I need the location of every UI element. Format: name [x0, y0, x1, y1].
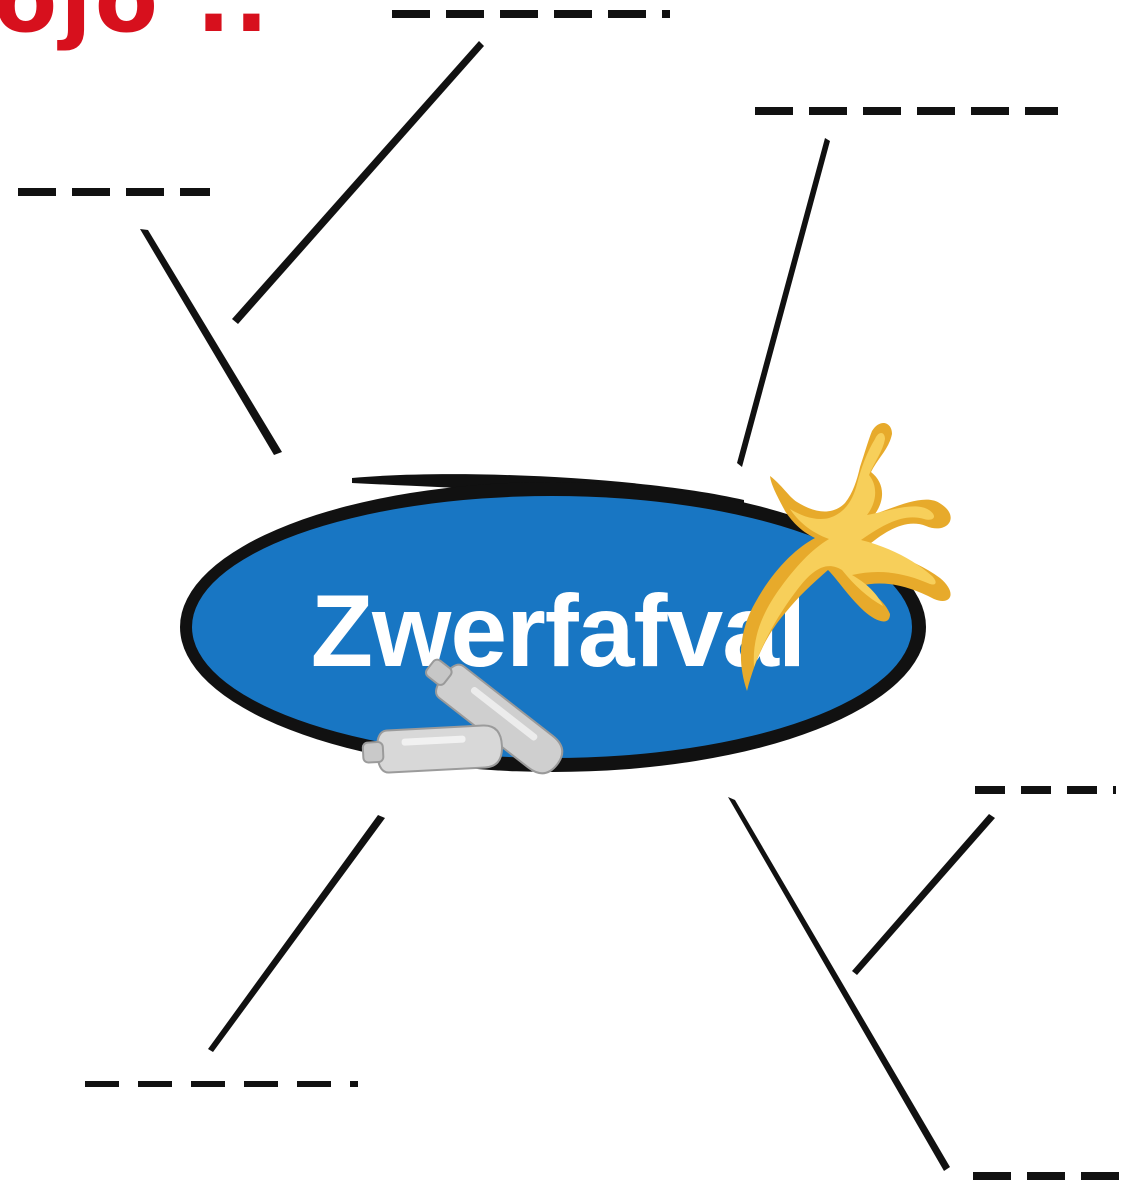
- connector-top-center: [232, 41, 484, 324]
- central-topic-label: Zwerfafval: [311, 574, 806, 688]
- connector-bottom-right: [728, 797, 950, 1171]
- page-title-fragment: ojo ..: [0, 0, 272, 46]
- connector-lines: [140, 41, 995, 1171]
- banana-peel-icon: [740, 422, 951, 691]
- answer-blanks: [18, 10, 1122, 1180]
- gas-cartridges-icon: [361, 658, 564, 775]
- central-ellipse: [192, 496, 912, 758]
- connector-upper-left: [140, 229, 282, 455]
- connector-middle-right: [852, 814, 995, 975]
- connector-top-right: [737, 138, 830, 467]
- central-topic: Zwerfafval: [180, 474, 926, 772]
- connector-bottom-left: [208, 815, 385, 1052]
